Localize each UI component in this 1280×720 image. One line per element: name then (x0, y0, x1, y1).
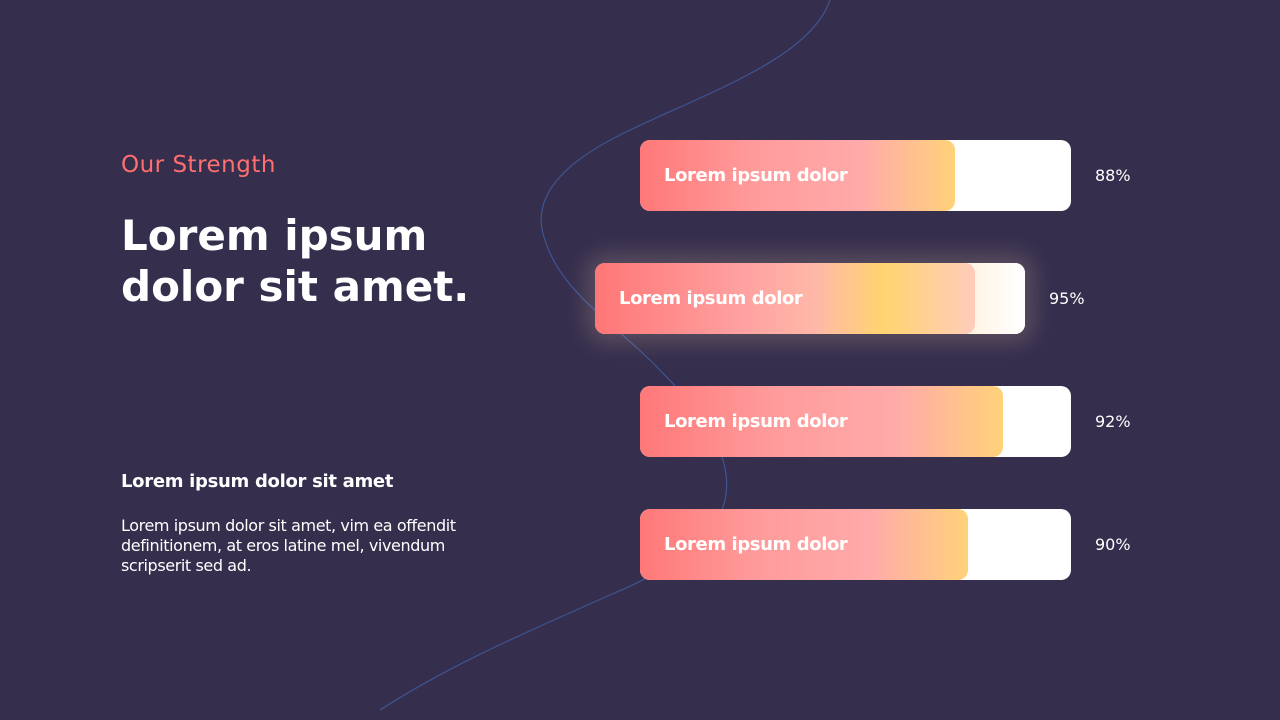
title-line-1: Lorem ipsum (121, 211, 428, 260)
bar-value-2: 95% (1049, 289, 1085, 308)
progress-fill-1 (640, 140, 955, 211)
bar-label-4: Lorem ipsum dolor (664, 534, 848, 555)
bar-value-4: 90% (1095, 535, 1131, 554)
progress-tail-2 (965, 263, 1025, 334)
eyebrow-heading: Our Strength (121, 152, 276, 178)
bar-label-2: Lorem ipsum dolor (619, 288, 803, 309)
progress-fill-4 (640, 509, 968, 580)
body-text: Lorem ipsum dolor sit amet, vim ea offen… (121, 516, 456, 575)
progress-bar-3: Lorem ipsum dolor (640, 386, 1071, 457)
progress-bar-1: Lorem ipsum dolor (640, 140, 1071, 211)
title-line-2: dolor sit amet. (121, 262, 470, 311)
progress-bar-2: Lorem ipsum dolor (595, 263, 1025, 334)
bar-label-1: Lorem ipsum dolor (664, 165, 848, 186)
progress-fill-3 (640, 386, 1003, 457)
bar-value-3: 92% (1095, 412, 1131, 431)
progress-fill-2 (595, 263, 975, 334)
bar-value-1: 88% (1095, 166, 1131, 185)
sub-heading: Lorem ipsum dolor sit amet (121, 471, 394, 492)
bar-label-3: Lorem ipsum dolor (664, 411, 848, 432)
progress-bar-4: Lorem ipsum dolor (640, 509, 1071, 580)
page-title: Lorem ipsum dolor sit amet. (121, 210, 501, 312)
